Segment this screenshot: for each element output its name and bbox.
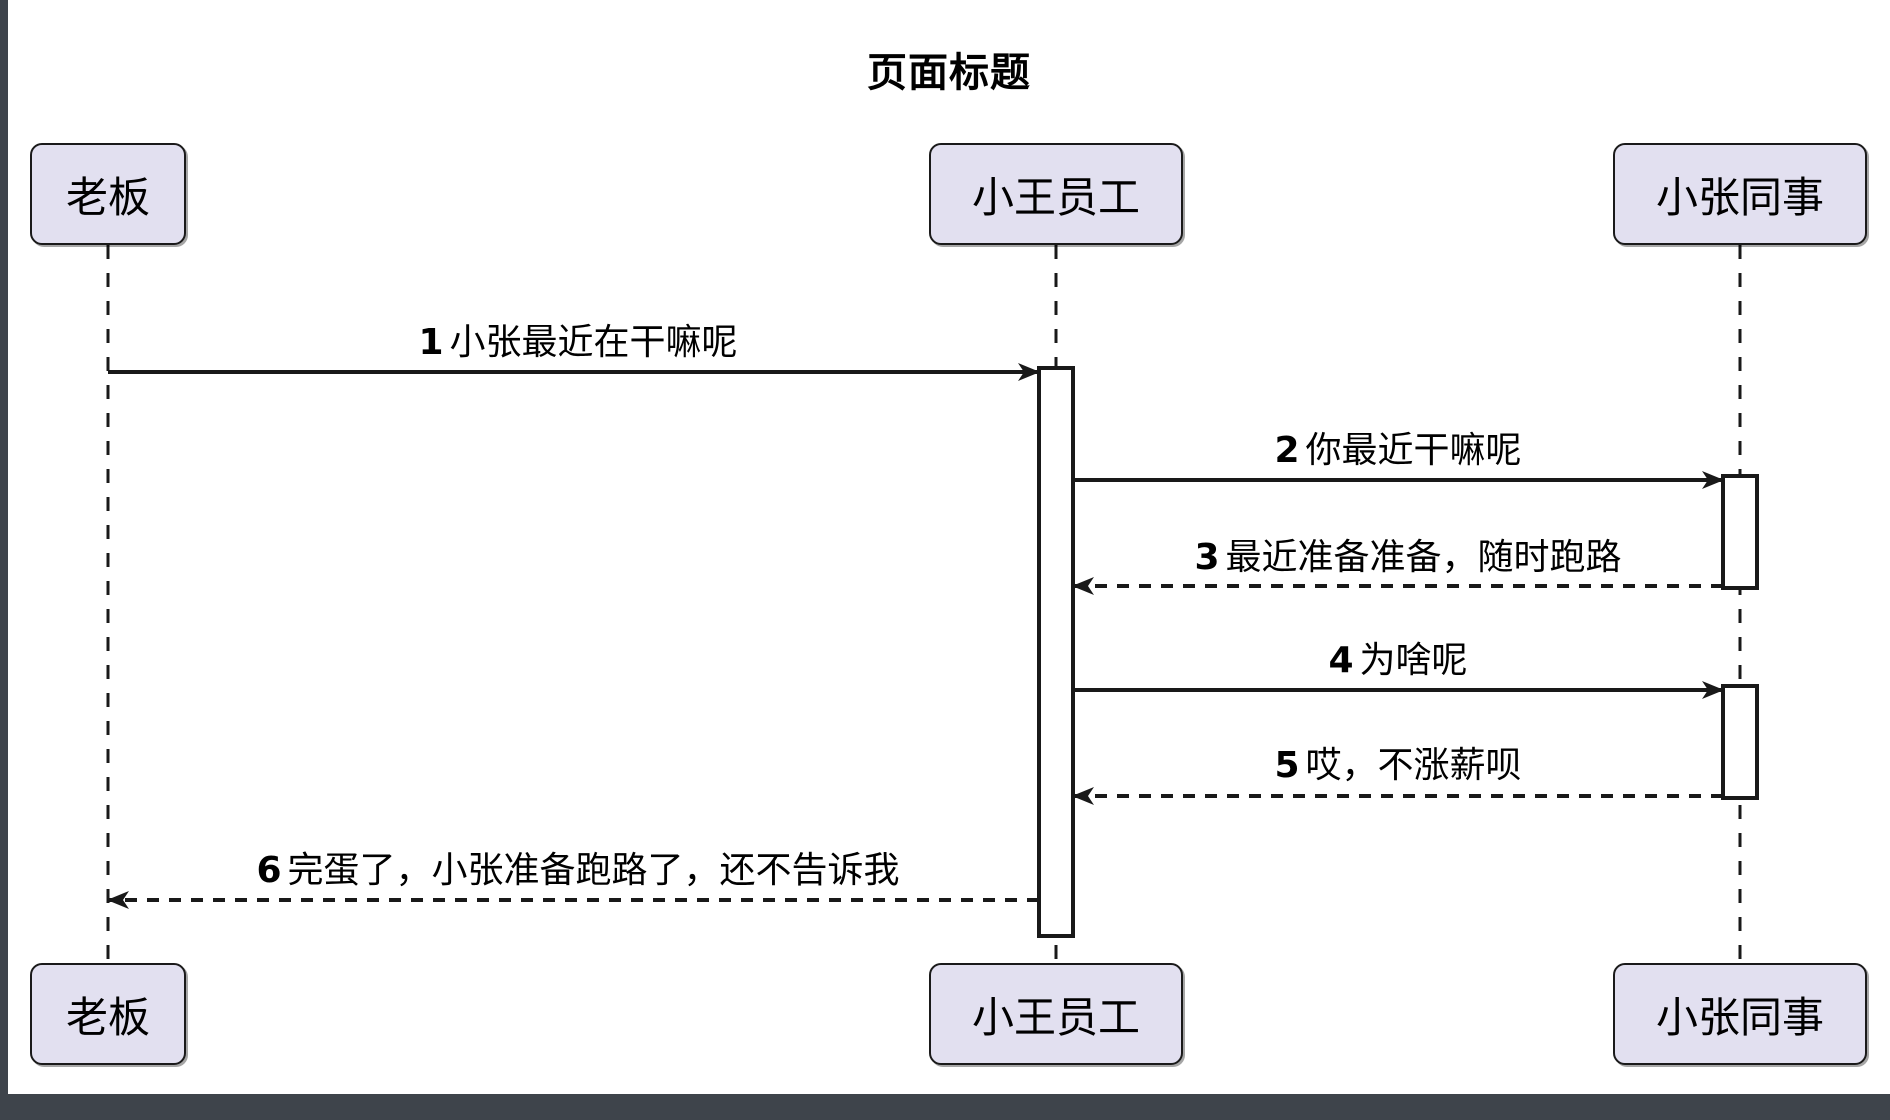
activation-bar-employee-1 — [1037, 366, 1075, 938]
participant-box-header-employee[interactable]: 小王员工 — [929, 143, 1183, 245]
sequence-diagram-svg — [106, 245, 1759, 963]
message-arrow-group — [107, 363, 1724, 909]
participant-label: 小张同事 — [1655, 992, 1824, 1042]
participant-label: 小王员工 — [971, 992, 1140, 1042]
message-seq-number: 4 — [1328, 640, 1354, 681]
message-text: 最近准备准备，随时跑路 — [1225, 537, 1622, 578]
message-seq-number: 3 — [1194, 537, 1220, 578]
participant-box-footer-employee[interactable]: 小王员工 — [929, 963, 1183, 1065]
participant-label: 小张同事 — [1655, 172, 1824, 222]
participant-box-header-boss[interactable]: 老板 — [30, 143, 186, 245]
message-seq-number: 2 — [1274, 430, 1300, 471]
message-seq-number: 6 — [256, 850, 282, 891]
participant-label: 老板 — [65, 992, 150, 1042]
page-title: 页面标题 — [867, 50, 1031, 96]
participant-label: 老板 — [65, 172, 150, 222]
message-text: 哎，不涨薪呗 — [1305, 745, 1522, 786]
participant-box-footer-boss[interactable]: 老板 — [30, 963, 186, 1065]
participant-box-header-colleague[interactable]: 小张同事 — [1613, 143, 1867, 245]
message-text: 你最近干嘛呢 — [1305, 430, 1522, 471]
message-text: 小张最近在干嘛呢 — [449, 322, 738, 363]
participant-box-footer-colleague[interactable]: 小张同事 — [1613, 963, 1867, 1065]
message-seq-number: 5 — [1274, 745, 1300, 786]
message-text: 完蛋了，小张准备跑路了，还不告诉我 — [287, 850, 900, 891]
participant-label: 小王员工 — [971, 172, 1140, 222]
activation-bar-colleague-2 — [1721, 684, 1759, 800]
message-seq-number: 1 — [418, 322, 444, 363]
message-text: 为啥呢 — [1359, 640, 1468, 681]
activation-bar-group — [1037, 366, 1759, 938]
activation-bar-colleague-1 — [1721, 474, 1759, 590]
